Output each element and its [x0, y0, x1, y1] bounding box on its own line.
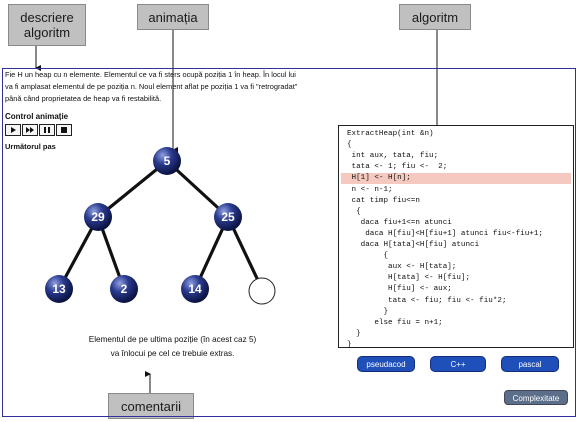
code-panel: ExtractHeap(int &n) { int aux, tata, fiu;…	[338, 125, 574, 349]
code-line: cat timp fiu<=n	[347, 196, 420, 205]
code-line: {	[347, 207, 361, 216]
callout-comentarii: comentarii	[108, 393, 194, 419]
tree-node-rl-label: 14	[188, 282, 202, 296]
callout-algoritm: algoritm	[399, 4, 471, 30]
tree-node-rl	[181, 275, 209, 303]
code-line: {	[347, 252, 389, 261]
fast-forward-icon	[26, 127, 34, 133]
code-line: H[fiu] <- aux;	[347, 285, 452, 294]
tree-node-left-label: 29	[91, 210, 105, 224]
code-line: aux <- H[tata];	[347, 263, 457, 272]
tree-node-ll-label: 13	[52, 282, 66, 296]
fast-forward-button[interactable]	[22, 124, 38, 136]
code-line: tata <- fiu; fiu <- fiu*2;	[347, 296, 507, 305]
code-line: }	[347, 307, 389, 316]
code-line: }	[347, 340, 352, 349]
code-line: tata <- 1; fiu <- 2;	[347, 163, 448, 172]
pause-icon	[44, 127, 50, 133]
complexity-button[interactable]: Complexitate	[504, 390, 568, 405]
tree-node-lr-label: 2	[121, 282, 128, 296]
tree-node-ll	[45, 275, 73, 303]
edge-root-left	[96, 159, 169, 219]
tree-node-root-label: 5	[164, 154, 171, 168]
pascal-button[interactable]: pascal	[501, 356, 559, 372]
code-line: ExtractHeap(int &n)	[347, 130, 434, 138]
comment-text: Elementul de pe ultima poziție (în acest…	[88, 335, 257, 358]
tree-node-rr-empty	[248, 277, 276, 305]
callout-descriere-algoritm: descriere algoritm	[8, 4, 86, 46]
animation-control-title: Control animație	[5, 112, 69, 121]
algorithm-description: Fie H un heap cu n elemente. Elementul c…	[5, 70, 298, 103]
tree-node-left	[84, 203, 112, 231]
next-step-link[interactable]: Următorul pas	[5, 142, 56, 151]
play-icon	[11, 127, 16, 133]
code-line: daca H[fiu]<H[fiu+1] atunci fiu<-fiu+1;	[347, 229, 543, 238]
code-line: daca fiu+1<=n atunci	[347, 218, 452, 227]
tree-node-right-label: 25	[221, 210, 235, 224]
cpp-button[interactable]: C++	[430, 356, 486, 372]
code-line: else fiu = n+1;	[347, 318, 443, 327]
code-line: H[1] <- H[n];	[347, 174, 411, 183]
stop-button[interactable]	[56, 124, 72, 136]
applet-frame	[2, 68, 576, 417]
play-button[interactable]	[5, 124, 21, 136]
pseudocode-button[interactable]: pseudacod	[357, 356, 415, 372]
code-line: daca H[tata]<H[fiu] atunci	[347, 241, 480, 249]
tree-node-right	[214, 203, 242, 231]
code-line: }	[347, 329, 361, 338]
callout-animatia: animația	[137, 4, 209, 30]
tree-node-lr	[110, 275, 138, 303]
pause-button[interactable]	[39, 124, 55, 136]
highlighted-code-line	[341, 173, 571, 185]
code-line: int aux, tata, fiu;	[347, 152, 439, 161]
animation-controls	[5, 124, 89, 138]
stop-icon	[61, 127, 67, 133]
tree-node-root	[153, 147, 181, 175]
code-line: n <- n-1;	[347, 185, 393, 194]
code-line: {	[347, 141, 352, 150]
code-line: H[tata] <- H[fiu];	[347, 274, 471, 283]
